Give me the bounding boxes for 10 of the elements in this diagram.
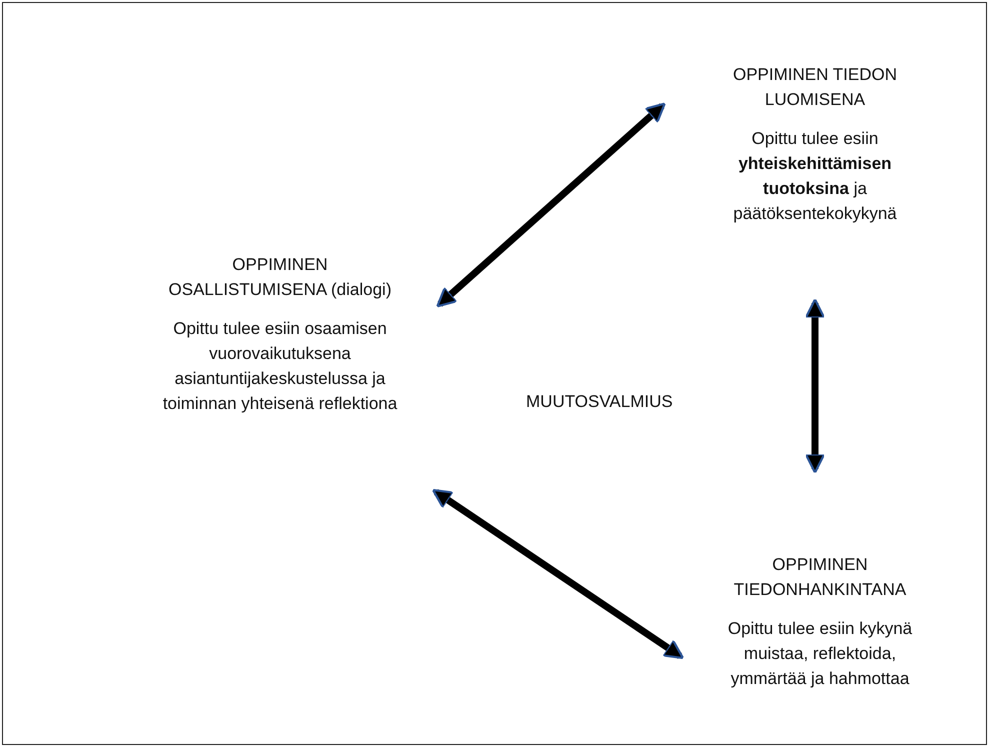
heading-text: OPPIMINEN OSALLISTUMISENA (dialogi) — [168, 254, 392, 301]
center-label: MUUTOSVALMIUS — [526, 392, 673, 412]
body-text: Opittu tulee esiin yhteiskehittämisen tuotoksina ja päätöksentekokykynä — [732, 128, 898, 225]
body-text: Opittu tulee esiin osaamisen vuorovaikutuksena asiantuntijakeskustelussa ja toiminnan yhteisenä reflektiona — [162, 318, 398, 415]
heading-text: OPPIMINEN TIEDONHANKINTANA — [732, 554, 908, 601]
double-arrow — [432, 488, 684, 660]
body-text: Opittu tulee esiin kykynä muistaa, reflektoida, ymmärtää ja hahmottaa — [726, 618, 914, 690]
double-arrow — [804, 298, 826, 474]
double-arrow — [436, 102, 666, 308]
heading-text: OPPIMINEN TIEDON LUOMISENA — [732, 64, 898, 111]
